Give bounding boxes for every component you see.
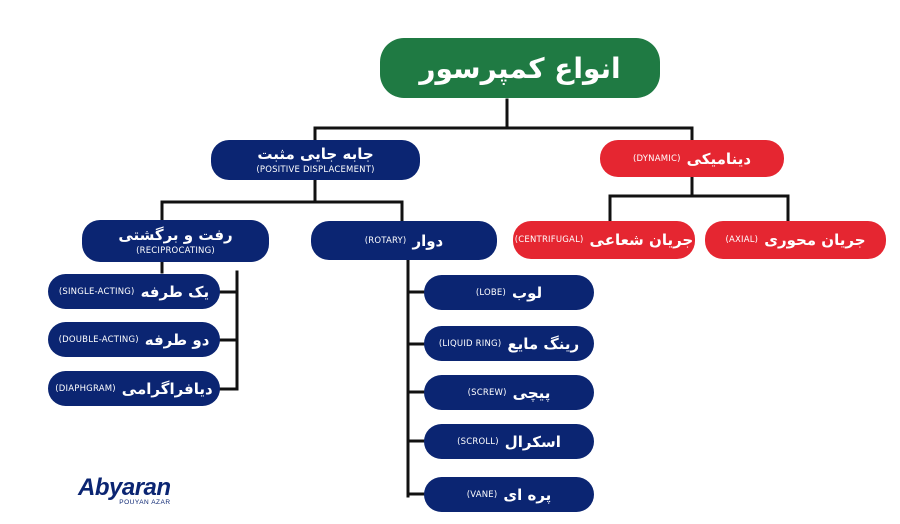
- rotary-item-liquid-ring: (LIQUID RING) رینگ مایع: [424, 326, 594, 361]
- rotary-item-label-en: (VANE): [466, 489, 498, 500]
- rotary-item-label-en: (LIQUID RING): [438, 338, 502, 349]
- recip-item-label-fa: دو طرفه: [144, 330, 210, 349]
- rotary-label-en: (ROTARY): [364, 235, 407, 246]
- positive-displacement-node: جابه جایی مثبت (POSITIVE DISPLACEMENT): [211, 140, 420, 180]
- reciprocating-node: رفت و برگشتی (RECIPROCATING): [82, 220, 269, 262]
- rotary-item-label-en: (SCREW): [467, 387, 507, 398]
- recip-item-label-fa: دیافراگرامی: [121, 379, 213, 398]
- centrifugal-label-en: (CENTRIFUGAL): [514, 235, 584, 245]
- connector-dynamic: [608, 174, 790, 224]
- connector-root: [313, 98, 694, 144]
- brand-subtitle: POUYAN AZAR: [119, 499, 171, 506]
- rotary-item-vane: (VANE) پره ای: [424, 477, 594, 512]
- brand-logo: Abyaran POUYAN AZAR: [78, 474, 171, 506]
- rotary-node: (ROTARY) دوار: [311, 221, 497, 260]
- connector-rotary: [406, 258, 426, 498]
- axial-label-fa: جریان محوری: [764, 231, 866, 249]
- axial-node: (AXIAL) جریان محوری: [705, 221, 886, 259]
- recip-item-label-en: (DIAPHGRAM): [55, 383, 116, 394]
- recip-item-label-fa: یک طرفه: [140, 282, 210, 301]
- root-node: انواع کمپرسور: [380, 38, 660, 98]
- brand-name: Abyaran: [78, 474, 171, 501]
- rotary-item-scroll: (SCROLL) اسکرال: [424, 424, 594, 459]
- dynamic-label-en: (DYNAMIC): [632, 153, 681, 164]
- connector-recip: [160, 258, 239, 391]
- root-title: انواع کمپرسور: [419, 51, 621, 85]
- recip-item-label-en: (SINGLE-ACTING): [58, 286, 135, 297]
- reciprocating-label-fa: رفت و برگشتی: [118, 226, 233, 244]
- rotary-item-label-fa: پیچی: [512, 383, 551, 402]
- rotary-item-label-fa: رینگ مایع: [507, 334, 580, 353]
- recip-item-label-en: (DOUBLE-ACTING): [58, 334, 139, 345]
- dynamic-label-fa: دینامیکی: [686, 149, 752, 168]
- positive-label-fa: جابه جایی مثبت: [257, 145, 374, 163]
- rotary-item-label-en: (SCROLL): [457, 436, 499, 447]
- rotary-label-fa: دوار: [412, 231, 444, 250]
- recip-item-single-acting: (SINGLE-ACTING) یک طرفه: [48, 274, 220, 309]
- dynamic-node: (DYNAMIC) دینامیکی: [600, 140, 784, 177]
- reciprocating-label-en: (RECIPROCATING): [136, 246, 215, 256]
- rotary-item-label-fa: اسکرال: [504, 432, 561, 451]
- rotary-item-label-fa: پره ای: [503, 485, 552, 504]
- centrifugal-node: (CENTRIFUGAL) جریان شعاعی: [513, 221, 695, 259]
- axial-label-en: (AXIAL): [725, 235, 759, 245]
- positive-label-en: (POSITIVE DISPLACEMENT): [256, 165, 375, 175]
- recip-item-double-acting: (DOUBLE-ACTING) دو طرفه: [48, 322, 220, 357]
- recip-item-diaphragm: (DIAPHGRAM) دیافراگرامی: [48, 371, 220, 406]
- rotary-item-lobe: (LOBE) لوب: [424, 275, 594, 310]
- rotary-item-screw: (SCREW) پیچی: [424, 375, 594, 410]
- connector-positive: [160, 176, 404, 224]
- rotary-item-label-fa: لوب: [512, 283, 543, 302]
- centrifugal-label-fa: جریان شعاعی: [589, 231, 694, 249]
- rotary-item-label-en: (LOBE): [475, 287, 507, 298]
